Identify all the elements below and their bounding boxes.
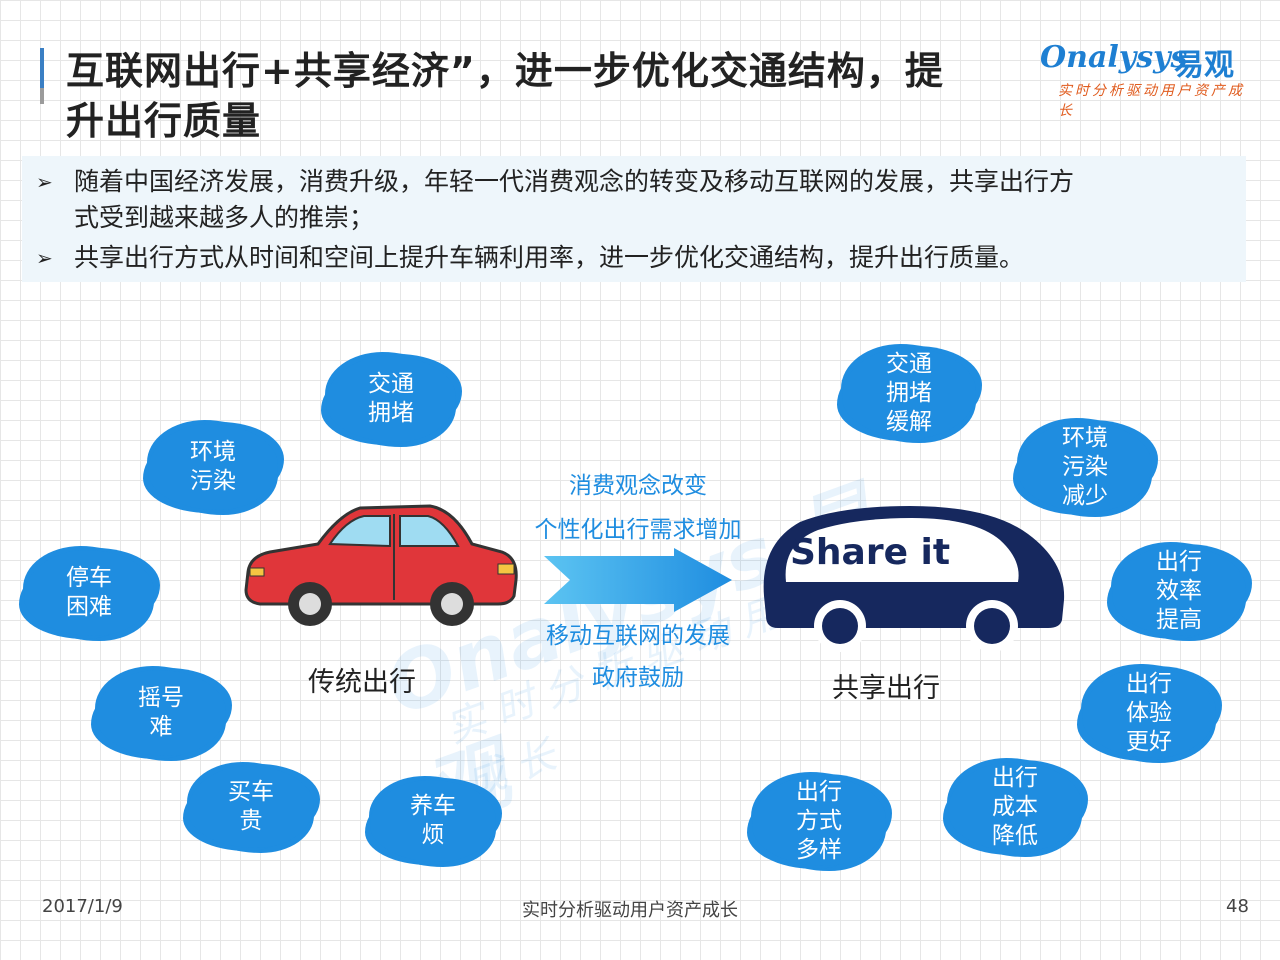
- traditional-car-icon: [244, 504, 518, 626]
- page-number: 48: [1226, 896, 1249, 917]
- problem-cloud-car-price: 买车 贵: [188, 766, 314, 848]
- driver-text: 政府鼓励: [592, 665, 684, 691]
- problem-cloud-traffic: 交通 拥堵: [326, 356, 456, 442]
- problem-cloud-maintenance: 养车 烦: [370, 780, 496, 862]
- benefit-cloud-pollution: 环境 污染 减少: [1018, 422, 1152, 512]
- benefit-cloud-efficiency: 出行 效率 提高: [1112, 546, 1246, 636]
- bullet-text-line: 随着中国经济发展，消费升级，年轻一代消费观念的转变及移动互联网的发展，共享出行方: [74, 167, 1075, 196]
- benefit-cloud-experience: 出行 体验 更好: [1082, 668, 1216, 758]
- traditional-travel-label: 传统出行: [308, 667, 416, 698]
- page-title-line2: 升出行质量: [66, 99, 262, 143]
- title-accent-bar-lower: [40, 88, 44, 104]
- logo-tagline: 实时分析驱动用户资产成长: [1058, 83, 1245, 119]
- footer-slogan: 实时分析驱动用户资产成长: [522, 900, 738, 921]
- logo-chinese: 易观: [1174, 48, 1234, 83]
- problem-cloud-license-lottery: 摇号 难: [96, 670, 226, 756]
- driver-text: 消费观念改变: [569, 473, 707, 499]
- problem-cloud-pollution: 环境 污染: [148, 424, 278, 510]
- title-accent-bar: [40, 48, 44, 104]
- page-title: 互联网出行+共享经济”，进一步优化交通结构，提 升出行质量: [66, 46, 1046, 146]
- shared-car-icon: Share it: [763, 506, 1065, 652]
- shared-travel-label: 共享出行: [832, 673, 940, 704]
- footer-date: 2017/1/9: [42, 896, 123, 917]
- logo-english: Onalysys: [1040, 40, 1188, 75]
- benefit-cloud-cost: 出行 成本 降低: [948, 762, 1082, 852]
- problem-cloud-parking: 停车 困难: [24, 550, 154, 636]
- bullet-text-line: 共享出行方式从时间和空间上提升车辆利用率，进一步优化交通结构，提升出行质量。: [74, 243, 1025, 272]
- page-title-line1: 互联网出行+共享经济”，进一步优化交通结构，提: [66, 49, 944, 93]
- benefit-cloud-variety: 出行 方式 多样: [752, 776, 886, 866]
- arrow-bullet-icon: ➢: [36, 170, 53, 194]
- summary-box: ➢ 随着中国经济发展，消费升级，年轻一代消费观念的转变及移动互联网的发展，共享出…: [22, 156, 1246, 282]
- arrow-bullet-icon: ➢: [36, 246, 53, 270]
- driver-text: 移动互联网的发展: [546, 623, 730, 649]
- right-arrow-icon: [544, 548, 732, 612]
- driver-text: 个性化出行需求增加: [534, 517, 742, 543]
- bullet-text-line: 式受到越来越多人的推崇；: [74, 203, 375, 232]
- analysys-logo: Onalysys 易观 实时分析驱动用户资产成长: [1036, 38, 1256, 119]
- benefit-cloud-traffic: 交通 拥堵 缓解: [842, 348, 976, 438]
- share-it-text: Share it: [790, 532, 950, 573]
